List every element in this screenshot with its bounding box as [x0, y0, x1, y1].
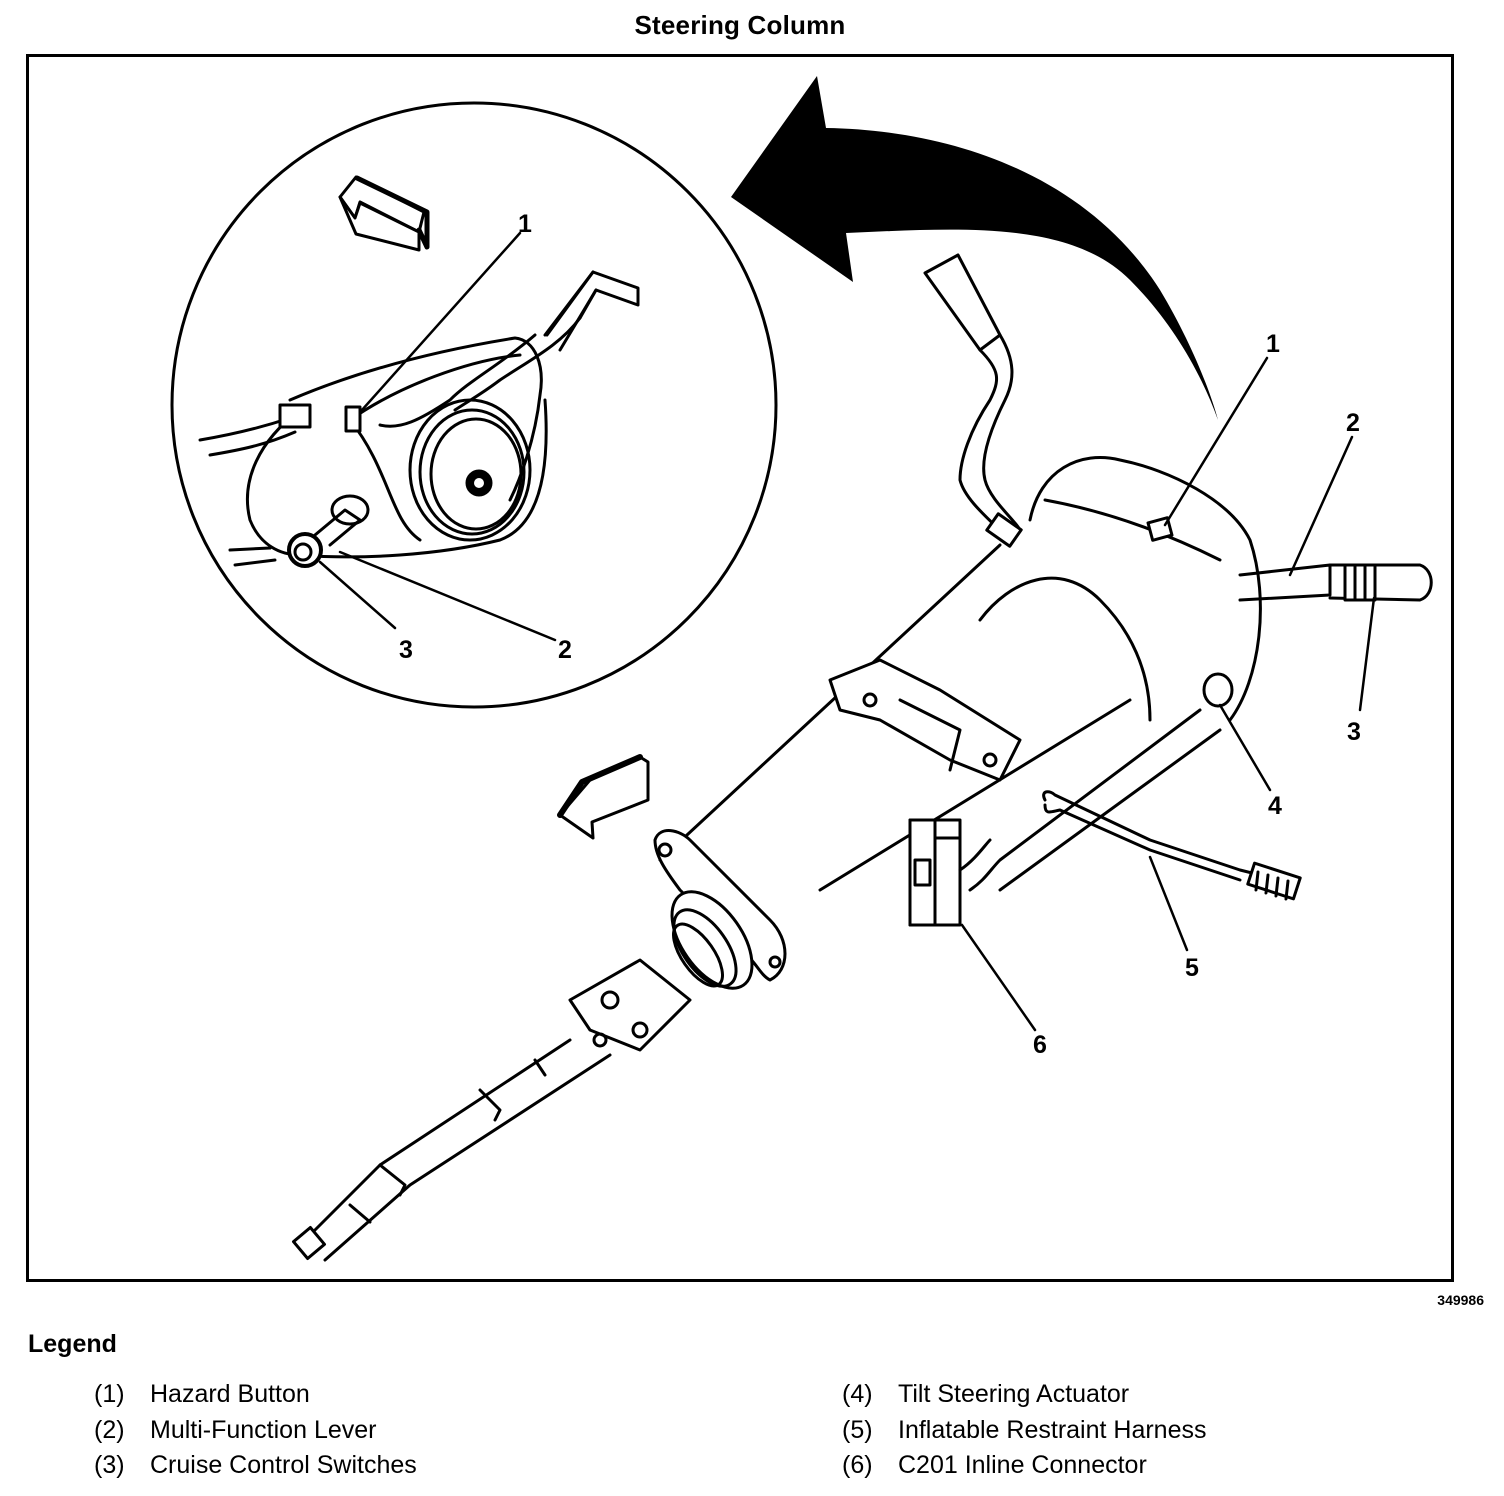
legend-label: Tilt Steering Actuator [898, 1380, 1130, 1408]
figure-id: 349986 [1437, 1292, 1484, 1308]
detail-callout-3: 3 [399, 636, 413, 664]
legend-item: (5) Inflatable Restraint Harness [842, 1416, 1206, 1452]
illustration-frame [26, 54, 1454, 1282]
legend-label: Inflatable Restraint Harness [898, 1415, 1207, 1444]
legend-number: (5) [842, 1415, 873, 1444]
diagram-title: Steering Column [634, 10, 846, 40]
detail-callout-1: 1 [518, 210, 532, 238]
detail-leader-lines [318, 231, 557, 642]
legend-item: (4) Tilt Steering Actuator [842, 1380, 1206, 1416]
main-leader-lines [960, 356, 1376, 1032]
callout-4: 4 [1268, 792, 1282, 820]
legend-column-left: (1) Hazard Button (2) Multi-Function Lev… [94, 1380, 417, 1487]
magnify-curved-arrow-icon [731, 76, 1218, 420]
legend-number: (1) [94, 1380, 125, 1408]
forward-direction-arrow-icon [557, 754, 650, 840]
tilt-steering-actuator [1202, 672, 1234, 708]
callout-5: 5 [1185, 954, 1199, 982]
detail-hazard-button [344, 405, 362, 433]
detail-switch-housing [198, 336, 548, 568]
callout-2: 2 [1346, 409, 1360, 437]
legend-item: (6) C201 Inline Connector [842, 1451, 1206, 1487]
cruise-control-switches [1343, 563, 1377, 602]
legend-number: (4) [842, 1380, 873, 1408]
detail-circle [170, 101, 778, 709]
callout-3: 3 [1347, 718, 1361, 746]
callout-6: 6 [1033, 1031, 1047, 1059]
legend-label: Cruise Control Switches [150, 1451, 417, 1479]
legend-label: Multi-Function Lever [150, 1415, 377, 1444]
main-steering-column [292, 253, 1433, 1262]
legend-label: Hazard Button [150, 1380, 310, 1408]
legend-item: (1) Hazard Button [94, 1380, 417, 1416]
legend-number: (2) [94, 1415, 125, 1444]
legend-number: (3) [94, 1451, 125, 1479]
detail-callout-2: 2 [558, 636, 572, 664]
legend-item: (2) Multi-Function Lever [94, 1416, 417, 1452]
legend-number: (6) [842, 1451, 873, 1479]
legend-heading: Legend [28, 1330, 117, 1358]
detail-lever [378, 270, 640, 428]
legend-item: (3) Cruise Control Switches [94, 1451, 417, 1487]
callout-1: 1 [1266, 330, 1280, 358]
legend-label: C201 Inline Connector [898, 1451, 1147, 1479]
detail-direction-arrow-icon [338, 175, 430, 252]
detail-view: 1 2 3 [170, 101, 778, 709]
legend-column-right: (4) Tilt Steering Actuator (5) Inflatabl… [842, 1380, 1206, 1487]
